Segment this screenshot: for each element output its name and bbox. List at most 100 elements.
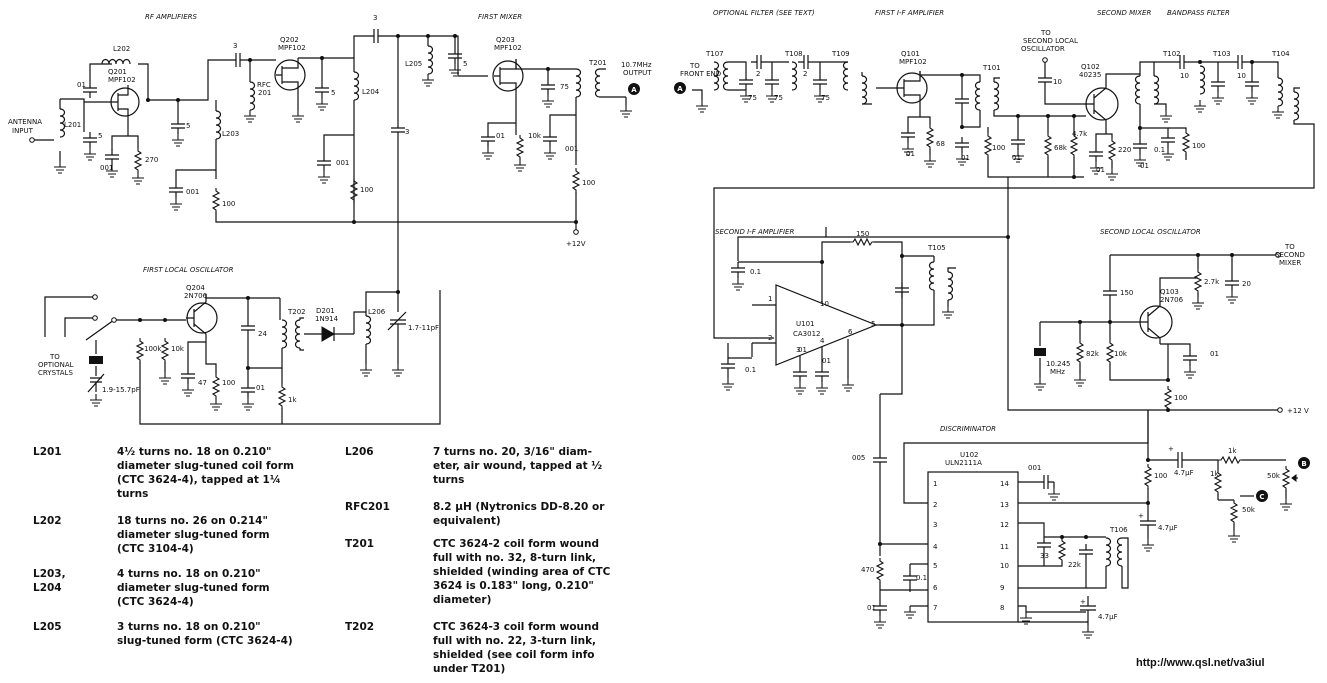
coil-t201-line2: full with no. 32, 8-turn link, bbox=[433, 552, 596, 564]
title-discriminator: DISCRIMINATOR bbox=[940, 425, 996, 433]
r27k-label: 2.7k bbox=[1204, 278, 1220, 286]
r100c-label: 100 bbox=[582, 179, 595, 187]
u102-pin11: 11 bbox=[1000, 543, 1009, 551]
plus-c1: + bbox=[1168, 445, 1174, 453]
u101-type: CA3012 bbox=[793, 330, 821, 338]
q101-type: MPF102 bbox=[899, 58, 927, 66]
c47uf-a-label: 4.7µF bbox=[1174, 469, 1194, 477]
coil-id-rfc201: RFC201 bbox=[345, 501, 390, 513]
r10k-label: 10k bbox=[528, 132, 542, 140]
r270-label: 270 bbox=[145, 156, 158, 164]
d201-type: 1N914 bbox=[315, 315, 339, 323]
u101-pin2: 2 bbox=[768, 334, 772, 342]
coil-l203-line3: (CTC 3624-4) bbox=[117, 596, 194, 608]
r68-label: 68 bbox=[936, 140, 945, 148]
t202-label: T202 bbox=[287, 308, 306, 316]
r100g-label: 100 bbox=[1174, 394, 1187, 402]
title-optional-filter: OPTIONAL FILTER (SEE TEXT) bbox=[713, 9, 815, 17]
c75c-label: 75 bbox=[821, 94, 830, 102]
c01h-label: 01 bbox=[1140, 162, 1149, 170]
smixer-to: TO bbox=[1284, 243, 1295, 251]
c5c-label: 5 bbox=[331, 89, 335, 97]
u102-pin2: 2 bbox=[933, 501, 937, 509]
coil-id-l203: L203, bbox=[33, 568, 66, 580]
title-first-lo: FIRST LOCAL OSCILLATOR bbox=[143, 266, 234, 274]
title-second-lo: SECOND LOCAL OSCILLATOR bbox=[1100, 228, 1201, 236]
output-label-2: OUTPUT bbox=[623, 69, 652, 77]
r10kc-label: 10k bbox=[1114, 350, 1128, 358]
c2b-label: 2 bbox=[803, 70, 807, 78]
coil-l203-line2: diameter slug-tuned form bbox=[117, 582, 270, 594]
coil-l205-line1: 3 turns no. 18 on 0.210" bbox=[117, 621, 261, 633]
c01m-label: 01 bbox=[822, 357, 831, 365]
coil-l202-line3: (CTC 3104-4) bbox=[117, 543, 194, 555]
coil-t201-line4: 3624 is 0.183" long, 0.210" bbox=[433, 580, 594, 592]
plus-c2: + bbox=[1138, 512, 1144, 520]
marker-b: B bbox=[1301, 460, 1306, 468]
r82k-label: 82k bbox=[1086, 350, 1100, 358]
xtal2-label: 10.245 bbox=[1046, 360, 1071, 368]
d201-label: D201 bbox=[316, 307, 335, 315]
smixer-label-3: MIXER bbox=[1279, 259, 1301, 267]
c47-label: 47 bbox=[198, 379, 207, 387]
c001c-label: 001 bbox=[336, 159, 349, 167]
plus12-a: +12V bbox=[566, 240, 586, 248]
r47k-label: 4.7k bbox=[1072, 130, 1088, 138]
pot-vol-label: 50k bbox=[1267, 472, 1281, 480]
c01i-label: 0.1 bbox=[1154, 146, 1165, 154]
c75b-label: 75 bbox=[774, 94, 783, 102]
c01j-label: 0.1 bbox=[750, 268, 761, 276]
slo-to: TO bbox=[1040, 29, 1051, 37]
source-url: http://www.qsl.net/va3iul bbox=[1136, 657, 1265, 669]
q101-label: Q101 bbox=[901, 50, 920, 58]
l205-label: L205 bbox=[405, 60, 422, 68]
front-end-label: FRONT END bbox=[680, 70, 721, 78]
c01l-label: 01 bbox=[798, 346, 807, 354]
u101-pin6: 6 bbox=[848, 328, 853, 336]
trim-l206-label: 1.7-11pF bbox=[408, 324, 439, 332]
r1k-label: 1k bbox=[288, 396, 297, 404]
c01k-label: 0.1 bbox=[745, 366, 756, 374]
q103-type: 2N706 bbox=[1160, 296, 1184, 304]
c47uf-c-label: 4.7µF bbox=[1098, 613, 1118, 621]
c01g-label: 01 bbox=[1096, 166, 1105, 174]
c24-label: 24 bbox=[258, 330, 267, 338]
front-end-to: TO bbox=[689, 62, 700, 70]
t108-label: T108 bbox=[784, 50, 803, 58]
q202-label: Q202 bbox=[280, 36, 299, 44]
slo-label-2: SECOND LOCAL bbox=[1023, 37, 1078, 45]
u102-type: ULN2111A bbox=[945, 459, 982, 467]
c10a-label: 10 bbox=[1053, 78, 1062, 86]
coil-l205-line2: slug-tuned form (CTC 3624-4) bbox=[117, 635, 293, 647]
u102-pin10: 10 bbox=[1000, 562, 1009, 570]
coil-l201-line4: turns bbox=[117, 488, 148, 500]
c01c-label: 01 bbox=[256, 384, 265, 392]
r100a-label: 100 bbox=[222, 200, 235, 208]
r220-label: 220 bbox=[1118, 146, 1131, 154]
c01o-label: 0.1 bbox=[916, 574, 927, 582]
rfc-label: RFC bbox=[257, 81, 271, 89]
u102-pin5: 5 bbox=[933, 562, 937, 570]
crystals-to: TO bbox=[49, 353, 60, 361]
l202-label: L202 bbox=[113, 45, 130, 53]
l203-label: L203 bbox=[222, 130, 239, 138]
c20-label: 20 bbox=[1242, 280, 1251, 288]
c2a-label: 2 bbox=[756, 70, 760, 78]
xtal2-unit: MHz bbox=[1050, 368, 1065, 376]
title-rf-amplifiers: RF AMPLIFIERS bbox=[145, 13, 198, 21]
t107-label: T107 bbox=[705, 50, 724, 58]
c01p-label: 01 bbox=[867, 604, 876, 612]
coil-t201-line5: diameter) bbox=[433, 594, 491, 606]
c150-label: 150 bbox=[1120, 289, 1133, 297]
c005-label: 005 bbox=[852, 454, 865, 462]
crystals-label-2: OPTIONAL bbox=[38, 361, 74, 369]
coil-t202-line4: under T201) bbox=[433, 663, 505, 675]
c001d-label: 001 bbox=[565, 145, 578, 153]
c01f-label: 01 bbox=[1012, 154, 1021, 162]
marker-c: C bbox=[1259, 493, 1264, 501]
c5-label: 5 bbox=[98, 132, 102, 140]
coil-l202-line2: diameter slug-tuned form bbox=[117, 529, 270, 541]
r100e-label: 100 bbox=[992, 144, 1005, 152]
u101-pin1: 1 bbox=[768, 295, 772, 303]
q203-label: Q203 bbox=[496, 36, 515, 44]
